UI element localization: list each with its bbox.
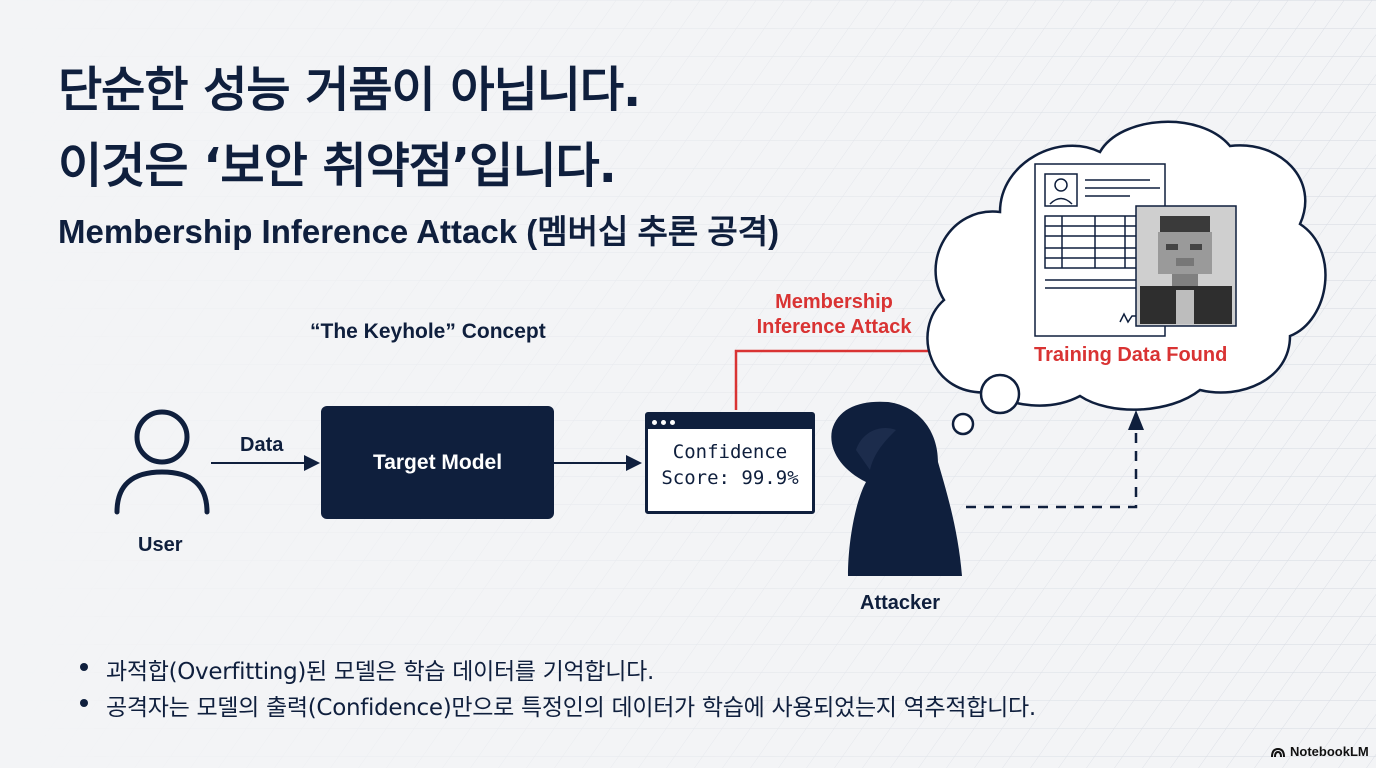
bullet-item: 과적합(Overfitting)된 모델은 학습 데이터를 기억합니다. [80,652,654,686]
training-data-found-label: Training Data Found [1034,344,1228,366]
window-titlebar [648,415,812,429]
target-model-label: Target Model [372,450,503,474]
attack-arrow [734,342,954,410]
hooded-attacker-icon [831,401,962,576]
target-model-box: Target Model [321,406,554,519]
score-arrow [554,455,642,471]
confidence-score-window: Confidence Score: 99.9% [645,412,815,514]
user-label: User [138,534,183,556]
user-icon [114,409,210,515]
subtitle: Membership Inference Attack (멤버십 추론 공격) [58,213,780,250]
bullet-text: 공격자는 모델의 출력(Confidence)만으로 특정인의 데이터가 학습에… [106,695,1036,721]
bullet-item: 공격자는 모델의 출력(Confidence)만으로 특정인의 데이터가 학습에… [80,688,1036,722]
title-line-1: 단순한 성능 거품이 아닙니다. [58,62,641,118]
title-line-2: 이것은 ‘보안 취약점’입니다. [58,138,617,194]
keyhole-concept-label: “The Keyhole” Concept [310,320,546,343]
membership-inference-attack-label: Membership Inference Attack [756,291,912,338]
brand-watermark: NotebookLM [1270,744,1369,759]
data-arrow [211,455,320,471]
data-label: Data [240,434,284,456]
notebooklm-logo-icon [1271,747,1285,757]
brand-name: NotebookLM [1290,744,1369,759]
attacker-label: Attacker [860,592,941,614]
confidence-score-text: Confidence Score: 99.9% [661,441,799,489]
dashed-return-arrow [966,410,1144,509]
pixelated-photo [1135,205,1237,327]
bullet-text: 과적합(Overfitting)된 모델은 학습 데이터를 기억합니다. [106,659,654,685]
